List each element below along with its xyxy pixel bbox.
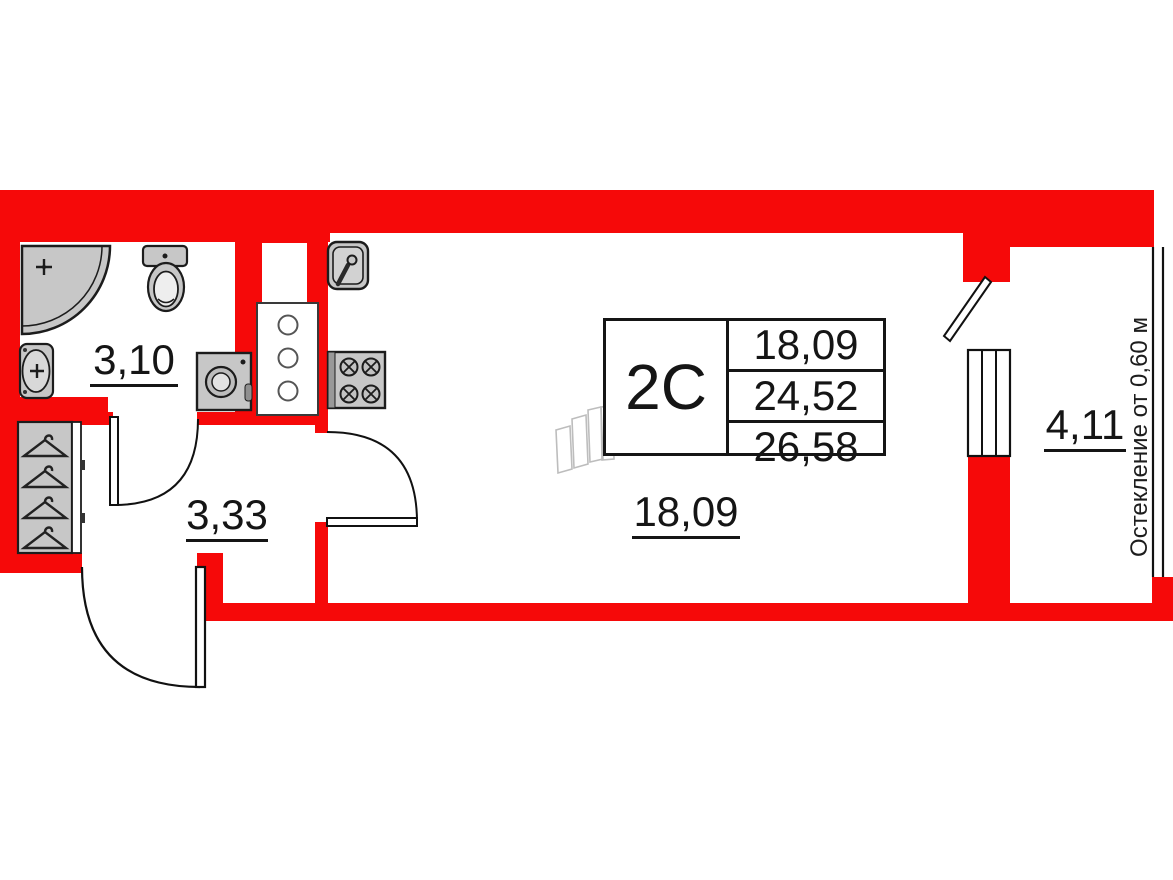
unit-areas: 18,09 24,52 26,58 [729, 321, 883, 470]
wall-segment [328, 190, 970, 233]
window [966, 348, 1012, 458]
living-room-area-label: 18,09 [632, 491, 740, 539]
wall-segment [1010, 603, 1173, 621]
wall-segment [315, 522, 328, 620]
washing-machine-icon [195, 351, 253, 412]
wall-segment [0, 190, 20, 572]
wall-segment [1152, 577, 1173, 621]
wardrobe-hangers-icon [16, 420, 85, 555]
wall-segment [0, 397, 108, 413]
wall-segment [197, 603, 1010, 621]
unit-area-value: 24,52 [729, 372, 883, 423]
hallway-area-label: 3,33 [186, 494, 268, 542]
stove-icon [326, 350, 387, 410]
wall-segment [968, 450, 1010, 621]
wall-segment [0, 553, 82, 573]
balcony-area-label: 4,11 [1044, 404, 1126, 452]
shower-tray-icon [20, 244, 112, 336]
balcony-door [942, 275, 993, 343]
unit-info-card: 2С 18,09 24,52 26,58 [603, 318, 886, 470]
wall-niche [262, 243, 307, 303]
bathroom-door [109, 416, 199, 506]
wall-segment [1008, 190, 1154, 247]
unit-name: 2С [606, 321, 729, 453]
wash-basin-icon [18, 342, 55, 400]
utility-shaft-icon [256, 302, 319, 416]
toilet-icon [141, 244, 189, 313]
wall-segment [963, 190, 1010, 282]
unit-area-value: 26,58 [753, 423, 859, 470]
kitchen-sink-icon [326, 240, 370, 291]
living-room-door [326, 431, 418, 527]
unit-area-value: 18,09 [729, 321, 883, 372]
entrance-door [80, 565, 207, 689]
glazing-note: Остекление от 0,60 м [1126, 317, 1153, 557]
balcony-glazing [1151, 247, 1165, 577]
bathroom-area-label: 3,10 [90, 339, 178, 387]
